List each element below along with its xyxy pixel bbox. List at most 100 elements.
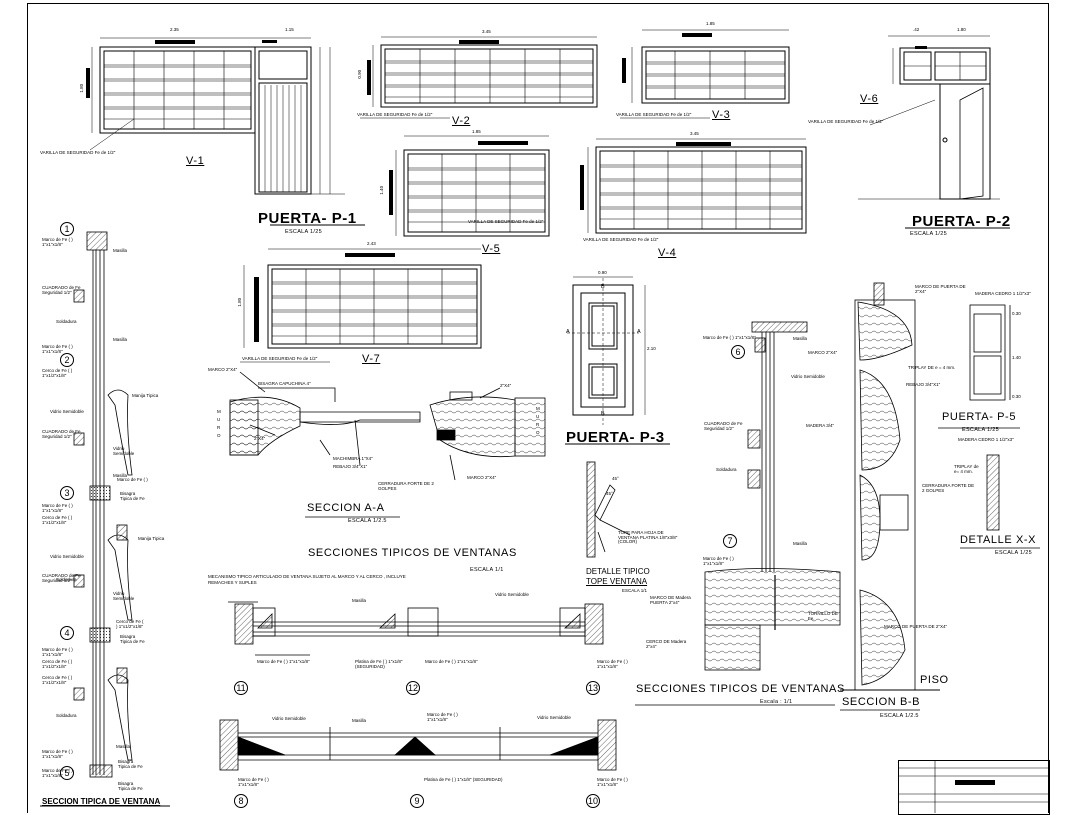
right-note-8: CERCO DE Madera 2"x4" bbox=[646, 639, 687, 649]
v3-bar-note: VARILLA DE SEGURIDAD Fe de 1/2" bbox=[616, 112, 692, 117]
xx-triplay: TRIPLAY de e= 4 mm. bbox=[954, 464, 979, 474]
title-block-bar bbox=[955, 780, 995, 785]
left-note-20: Cerco de Fe ( ) 1"x1/2"x1/8" bbox=[116, 619, 144, 629]
v5-bar-note: VARILLA DE SEGURIDAD Fe de 1/2" bbox=[468, 219, 544, 224]
right-note-2: Vidrio Semidoble bbox=[791, 374, 825, 379]
circle-12: 12 bbox=[406, 681, 420, 695]
left-note-21: Bisagra Tipica de Fe bbox=[120, 634, 145, 644]
p3-height: 2.10 bbox=[647, 346, 656, 351]
left-note-27: Cerco de Fe ( ) 1"x1/2"x1/8" bbox=[42, 675, 73, 685]
v4-dim-width: 3.45 bbox=[690, 131, 699, 136]
left-note-7: Vidrio Semidoble bbox=[50, 409, 84, 414]
aa-scale: ESCALA 1/2.5 bbox=[348, 518, 387, 524]
v3-title: V-3 bbox=[712, 109, 731, 121]
title-block bbox=[898, 760, 1050, 815]
v3-elevation bbox=[620, 29, 790, 119]
mid-bot-note-6: Marco de Fe ( ) 1"x1"x1/8" bbox=[597, 777, 628, 787]
v1-height-bar bbox=[86, 68, 90, 98]
mid-bot-note-2: Marco de Fe ( ) 1"x1"x1/8" bbox=[427, 712, 458, 722]
p3-letter-a-right: A bbox=[637, 329, 641, 335]
left-note-30: Marco de Fe ( ) 1"x1"x1/8" bbox=[42, 768, 73, 778]
right-note-4: Soldadura bbox=[716, 467, 737, 472]
tope-note: TOPE PARA HOJA DE VENTANA PLATINA 1/8"x3… bbox=[618, 530, 678, 544]
left-note-5: Marco de Fe ( ) 1"x1"x1/8" bbox=[42, 344, 73, 354]
bb-note-1: MARCO 2"X4" bbox=[808, 350, 838, 355]
left-note-18: CUADRADO de Fe Seguridad 1/2" bbox=[42, 573, 81, 583]
left-note-17: Vidrio Semidoble bbox=[50, 554, 84, 559]
right-note-0: Marco de Fe ( ) 1"x1"x1/8" bbox=[703, 335, 756, 340]
left-note-22: Marco de Fe ( ) 1"x1"x1/8" bbox=[42, 647, 73, 657]
mid-bot-note-0: Vidrio Semidoble bbox=[272, 716, 306, 721]
p3-width: 0.90 bbox=[598, 270, 607, 275]
circle-2: 2 bbox=[60, 353, 74, 367]
title-block-lines bbox=[898, 760, 1048, 813]
p3-letter-a-left: A bbox=[566, 329, 570, 335]
aa-muro-left: MURO bbox=[217, 409, 221, 438]
v5-elevation bbox=[395, 135, 550, 237]
mid-top-note-0: Masilla bbox=[352, 598, 367, 603]
v1-bar-note: VARILLA DE SEGURIDAD Fe de 1/2" bbox=[40, 150, 116, 155]
p5-dim3: 0.30 bbox=[1012, 394, 1021, 399]
v1-dim-right: 1.15 bbox=[285, 27, 294, 32]
bb-note-4: MARCO DE PUERTA DE 2"X4" bbox=[884, 624, 948, 629]
mid-bot-note-4: Marco de Fe ( ) 1"x1"x1/8" bbox=[238, 777, 269, 787]
right-sections-scale: Escala : 1/1 bbox=[760, 699, 793, 705]
left-note-26: Marco de Fe ( ) 1"x1"x1/8" bbox=[42, 749, 73, 759]
mid-top-note-2: Marco de Fe ( ) 1"x1"x1/8" bbox=[257, 659, 310, 664]
v4-bar-note: VARILLA DE SEGURIDAD Fe de 1/2" bbox=[583, 237, 659, 242]
v5-dim-width: 1.85 bbox=[472, 129, 481, 134]
right-sections-title: SECCIONES TIPICOS DE VENTANAS bbox=[636, 683, 845, 695]
right-section-6-7 bbox=[635, 321, 841, 706]
left-note-6: Cerco de Fe ( ) 1"x1/2"x1/8" bbox=[42, 368, 73, 378]
bb-title: SECCION B-B bbox=[842, 696, 921, 708]
left-note-8: Manija Tipica bbox=[132, 393, 159, 398]
p5-dim1: 0.30 bbox=[1012, 311, 1021, 316]
aa-muro-right: MURO bbox=[536, 406, 540, 435]
left-note-1: Masilla bbox=[113, 248, 128, 253]
mid-bot-note-5: Platina de Fe ( ) 1"x1/8" (SEGURIDAD) bbox=[424, 777, 503, 782]
p3-letter-b-bottom: B bbox=[601, 411, 605, 417]
v3-dim-width: 1.85 bbox=[706, 21, 715, 26]
left-note-19: Vidrio Semidoble bbox=[113, 591, 135, 601]
right-note-9: TORNILLO DE Fe. bbox=[808, 611, 838, 621]
tope-angle-2: 45° bbox=[606, 491, 613, 496]
aa-note-6: MARCO 2"X4" bbox=[467, 475, 497, 480]
mid-bot-note-1: Masilla bbox=[352, 718, 367, 723]
circle-3: 3 bbox=[60, 486, 74, 500]
section-aa bbox=[229, 371, 546, 518]
v6-p2-elevation bbox=[858, 35, 1010, 229]
v7-bar-note: VARILLA DE SEGURIDAD Fe de 1/2" bbox=[242, 356, 318, 361]
v2-elevation bbox=[360, 36, 598, 119]
right-note-6: Marco de Fe ( ) 1"x1"x1/8" bbox=[703, 556, 734, 566]
p3-title: PUERTA- P-3 bbox=[566, 429, 665, 446]
v7-elevation bbox=[240, 248, 482, 363]
left-note-28: Bisagra Tipica de Fe bbox=[118, 759, 143, 769]
left-note-13: Masilla bbox=[113, 473, 128, 478]
mid-sections-title: SECCIONES TIPICOS DE VENTANAS bbox=[308, 547, 517, 559]
bb-note-3: CERRADURA FORTE DE 2 GOLPES bbox=[922, 483, 975, 493]
aa-note-0: MARCO 2"X4" bbox=[208, 367, 238, 372]
v1-elevation bbox=[89, 37, 365, 226]
left-note-10: Vidrio Semidoble bbox=[113, 446, 135, 456]
v7-dim-height: 1.80 bbox=[237, 297, 243, 307]
p5-triplay: TRIPLAY DE e = 4 mm. bbox=[908, 365, 956, 370]
sheet-border-top bbox=[27, 3, 1048, 4]
circle-7: 7 bbox=[723, 534, 737, 548]
bb-note-2: MADERA 3/4" bbox=[806, 423, 835, 428]
p5-scale: ESCALA 1/25 bbox=[962, 427, 999, 433]
p3-letter-b-top: B bbox=[601, 284, 605, 290]
left-note-15: Cerco de Fe ( ) 1"x1/2"x1/8" bbox=[42, 515, 73, 525]
mid-sections-scale: ESCALA 1/1 bbox=[470, 567, 504, 573]
v6-title: V-6 bbox=[860, 93, 879, 105]
xx-title: DETALLE X-X bbox=[960, 534, 1037, 546]
mid-section-bottom bbox=[219, 719, 617, 771]
left-note-23: Cerco de Fe ( ) 1"x1/2"x1/8" bbox=[42, 659, 73, 669]
sheet-border-right bbox=[1048, 3, 1049, 813]
v1-dim-height: 1.80 bbox=[79, 83, 85, 93]
left-section-title: SECCION TIPICA DE VENTANA bbox=[42, 797, 161, 806]
v4-elevation bbox=[587, 138, 807, 234]
left-note-11: Marco de Fe ( ) bbox=[117, 477, 148, 482]
v6-dim-right: 1.80 bbox=[957, 27, 966, 32]
left-typical-section bbox=[40, 231, 170, 807]
